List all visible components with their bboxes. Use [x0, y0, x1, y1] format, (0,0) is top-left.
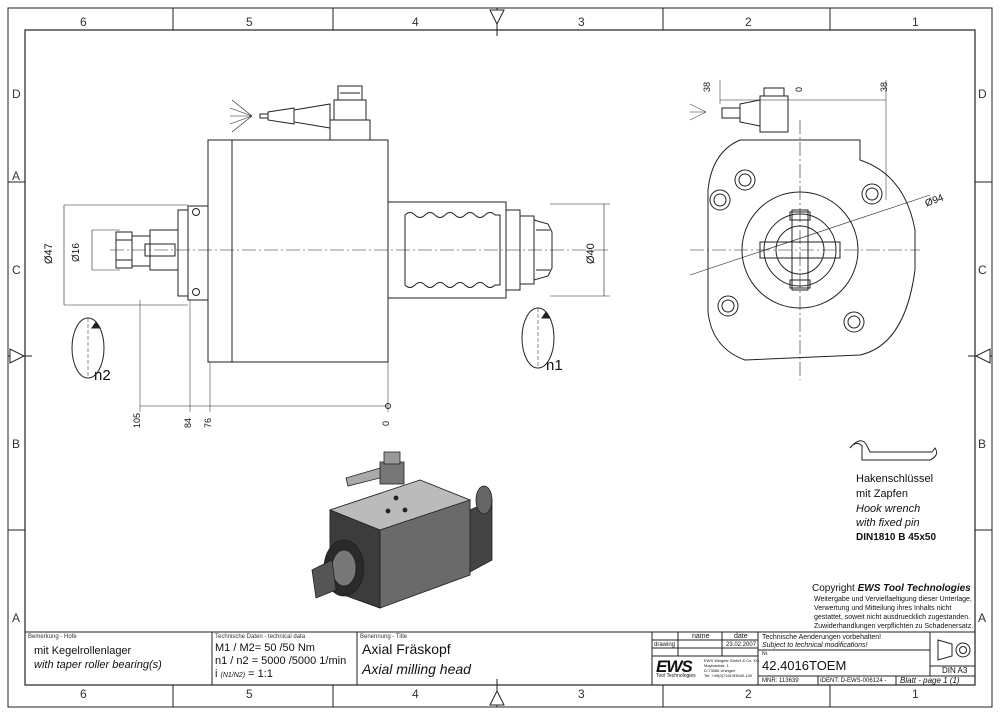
copyright-line-3: gestattet, soweit nicht ausdruecklich zu…	[814, 614, 971, 621]
sheet-page: Blatt - page 1 (1)	[900, 676, 960, 685]
dim-0: 0	[381, 420, 391, 426]
nr-label: Nr.	[762, 651, 769, 657]
col-name: name	[692, 633, 710, 640]
row-drawing: drawing	[654, 642, 676, 648]
copyright-line-4: Zuwiderhandlungen verpflichten zu Schade…	[814, 623, 974, 630]
rotation-n1-label: n1	[546, 357, 563, 374]
remark-en: with taper roller bearing(s)	[34, 659, 162, 671]
zone-bottom-4: 4	[412, 687, 419, 701]
dim-0-front: 0	[794, 86, 804, 92]
zone-left-a-upper: A	[12, 169, 21, 183]
zone-left-d: D	[12, 87, 21, 101]
zone-top-2: 2	[745, 15, 752, 29]
remark-header: Bemerkung - Hofe	[28, 634, 77, 640]
remark-de: mit Kegelrollenlager	[34, 645, 132, 657]
tech-line-1: M1 / M2= 50 /50 Nm	[215, 642, 315, 654]
zone-left-b: B	[12, 437, 21, 451]
zone-right-b: B	[978, 437, 987, 451]
front-view	[689, 80, 931, 380]
zone-top-6: 6	[80, 15, 87, 29]
ews-logo-sub: Tool Technologies	[656, 673, 696, 679]
drawing-date: 23.02.2007	[726, 642, 757, 648]
hook-wrench-de-2: mit Zapfen	[856, 488, 908, 500]
tech-ratio-sub: (N1/N2)	[220, 672, 246, 679]
company-line-2: Maybachstr. 1	[704, 663, 729, 668]
dim-84: 84	[183, 417, 193, 428]
ews-logo: EWS	[656, 657, 693, 676]
dim-d16: Ø16	[71, 243, 82, 262]
copyright-line-1: Weitergabe und Vervielfaeltigung dieser …	[814, 596, 972, 603]
company-line-4: Tel. +49(0)7161/93040-100	[704, 673, 753, 678]
changes-de: Technische Aenderungen vorbehalten!	[762, 634, 882, 641]
title-header: Benennung - Title	[360, 634, 408, 640]
dim-d40: Ø40	[585, 243, 597, 264]
col-date: date	[734, 633, 748, 640]
zone-top-3: 3	[578, 15, 585, 29]
hook-wrench-en-1: Hook wrench	[856, 503, 921, 515]
copyright-prefix: Copyright	[812, 583, 855, 594]
tech-i: i	[215, 668, 218, 680]
side-view	[63, 85, 610, 412]
zone-top-5: 5	[246, 15, 253, 29]
zone-right-a: A	[978, 611, 987, 625]
company-line-3: D-73066 Uhingen	[704, 668, 736, 673]
dim-76: 76	[203, 417, 213, 428]
zone-bottom-5: 5	[246, 687, 253, 701]
ident: IDENT: D-EWS-006124 -	[820, 678, 887, 684]
hook-wrench-figure	[849, 440, 938, 461]
zone-right-c: C	[978, 263, 987, 277]
mnr: MNR: 113639	[762, 678, 799, 684]
sheet-format: DIN A3	[942, 666, 968, 675]
dim-105: 105	[132, 412, 142, 428]
zone-bottom-2: 2	[745, 687, 752, 701]
changes-en: Subject to technical modifications!	[762, 642, 868, 649]
hook-wrench-din: DIN1810 B 45x50	[856, 532, 937, 543]
title-en: Axial milling head	[362, 661, 471, 677]
zone-bottom-3: 3	[578, 687, 585, 701]
dim-d47: Ø47	[43, 243, 55, 264]
rotation-n2-label: n2	[94, 367, 111, 384]
company-line-1: EWS Weigele GmbH & Co. KG	[704, 658, 760, 663]
copyright-brand: EWS Tool Technologies	[857, 583, 971, 594]
dim-38-left: 38	[702, 81, 712, 92]
tech-ratio: = 1:1	[248, 668, 273, 680]
zone-bottom-6: 6	[80, 687, 87, 701]
tech-line-2: n1 / n2 = 5000 /5000 1/min	[215, 655, 347, 667]
hook-wrench-de-1: Hakenschlüssel	[856, 473, 934, 485]
isometric-render	[311, 451, 493, 609]
tech-header: Technische Daten - technical data	[215, 634, 306, 640]
zone-top-4: 4	[412, 15, 419, 29]
zone-left-c: C	[12, 263, 21, 277]
part-number: 42.4016TOEM	[762, 658, 847, 673]
zone-top-1: 1	[912, 15, 919, 29]
zone-bottom-1: 1	[912, 687, 919, 701]
zone-left-a: A	[12, 611, 21, 625]
dim-38-right: 38	[879, 81, 889, 92]
hook-wrench-en-2: with fixed pin	[856, 517, 920, 529]
zone-right-d: D	[978, 87, 987, 101]
title-block-lines	[24, 631, 976, 686]
copyright-line-2: Verwertung und Mitteilung ihres Inhalts …	[814, 605, 952, 612]
copyright-heading: Copyright EWS Tool Technologies	[812, 584, 971, 594]
tech-line-3: i (N1/N2) = 1:1	[215, 669, 273, 680]
title-de: Axial Fräskopf	[362, 641, 451, 657]
